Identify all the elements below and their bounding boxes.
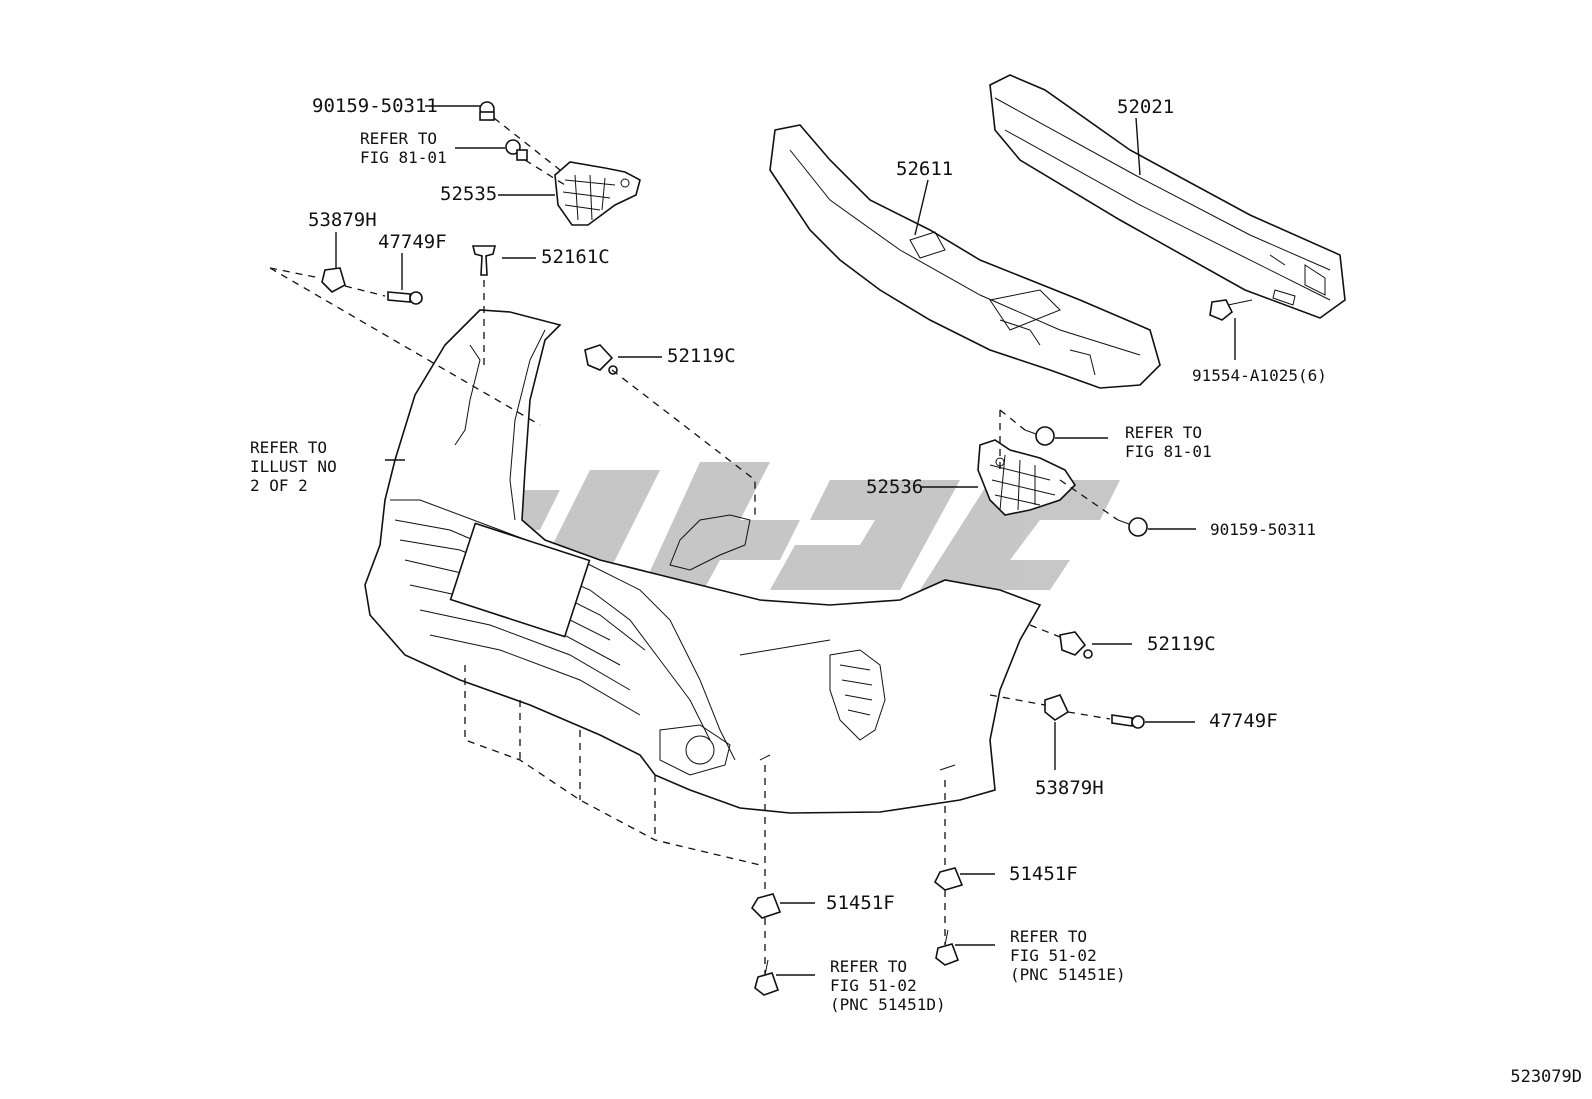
nut-53879H-left bbox=[321, 267, 346, 293]
retainer-52536 bbox=[977, 439, 1077, 516]
callout-52535: 52535 bbox=[440, 183, 498, 205]
callout-53879H-right: 53879H bbox=[1035, 777, 1104, 799]
callout-52119C-top: 52119C bbox=[667, 345, 736, 367]
callout-90159-50311-right: 90159-50311 bbox=[1210, 520, 1316, 539]
callout-52161C: 52161C bbox=[541, 246, 610, 268]
callout-90159-50311-top: 90159-50311 bbox=[312, 95, 438, 117]
bolt-91554 bbox=[1209, 299, 1253, 321]
nut-51451F-left bbox=[750, 893, 782, 919]
callout-52021: 52021 bbox=[1117, 96, 1175, 118]
nut-53879H-right bbox=[1044, 694, 1070, 721]
absorber-52611 bbox=[769, 124, 1161, 389]
reinforcement-52021 bbox=[989, 74, 1346, 319]
callout-91554-A1025: 91554-A1025(6) bbox=[1192, 366, 1327, 385]
screw-47749F-right bbox=[1111, 714, 1145, 729]
clip-90159-right bbox=[1117, 517, 1148, 537]
bumper-cover bbox=[364, 309, 1042, 814]
callout-47749F-left: 47749F bbox=[378, 231, 447, 253]
clip-90159-top bbox=[479, 101, 495, 121]
callout-52611: 52611 bbox=[896, 158, 954, 180]
dashed-lines bbox=[269, 117, 1119, 975]
callout-51451F-left: 51451F bbox=[826, 892, 895, 914]
clip-52161C bbox=[471, 245, 497, 276]
callout-52536: 52536 bbox=[866, 476, 924, 498]
callout-47749F-right: 47749F bbox=[1209, 710, 1278, 732]
callout-51451F-right: 51451F bbox=[1009, 863, 1078, 885]
screw-81-01-right bbox=[1024, 426, 1055, 446]
clip-52119C-right bbox=[1059, 631, 1093, 659]
callout-refer-fig-81-01-right: REFER TO FIG 81-01 bbox=[1125, 423, 1212, 461]
bolt-51451D bbox=[754, 959, 780, 996]
callout-refer-fig-81-01-top: REFER TO FIG 81-01 bbox=[360, 129, 447, 167]
callout-refer-fig-51-02-pnc-51451E: REFER TO FIG 51-02 (PNC 51451E) bbox=[1010, 927, 1126, 984]
screw-81-01-top bbox=[505, 139, 528, 161]
figure-id: 523079D bbox=[1510, 1067, 1582, 1087]
screw-47749F-left bbox=[387, 291, 423, 305]
clip-52119C-top bbox=[584, 344, 618, 375]
bolt-51451E bbox=[935, 929, 960, 966]
nut-51451F-right bbox=[933, 867, 964, 891]
leader-lines bbox=[335, 105, 1236, 976]
retainer-52535 bbox=[554, 161, 641, 226]
callout-refer-illust-2-of-2: REFER TO ILLUST NO 2 OF 2 bbox=[250, 438, 337, 495]
callout-53879H-left: 53879H bbox=[308, 209, 377, 231]
callout-52119C-right: 52119C bbox=[1147, 633, 1216, 655]
callout-refer-fig-51-02-pnc-51451D: REFER TO FIG 51-02 (PNC 51451D) bbox=[830, 957, 946, 1014]
